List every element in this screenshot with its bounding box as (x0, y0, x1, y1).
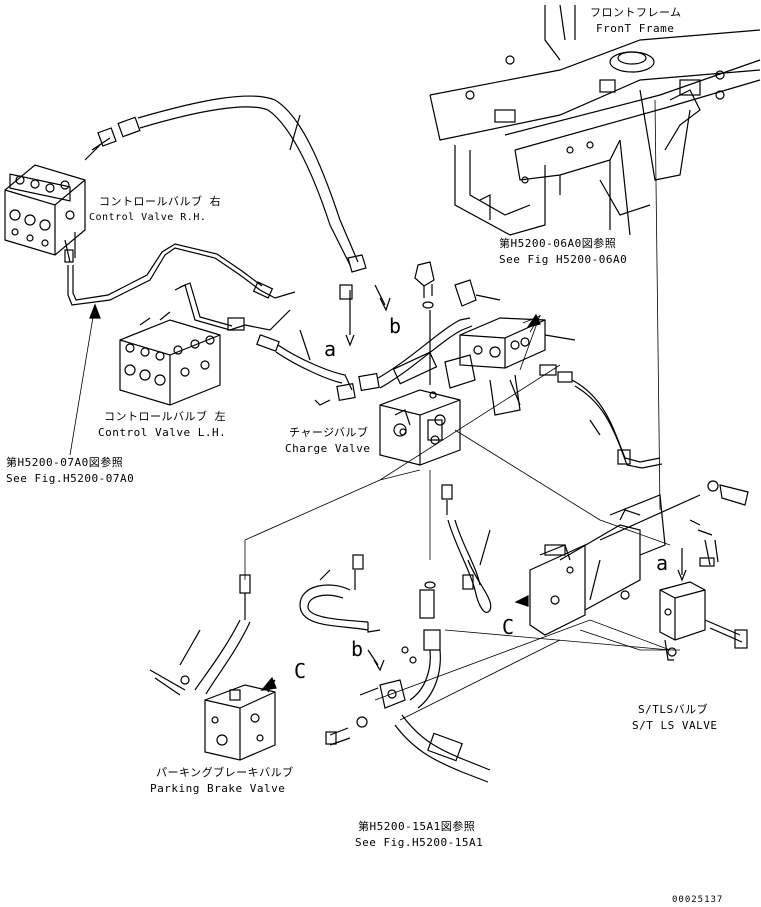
parking-brake-valve (149, 574, 276, 761)
control-valve-lh-label-en: Control Valve L.H. (98, 426, 227, 439)
control-valve-lh (119, 311, 221, 406)
hose-a (256, 284, 355, 391)
parking-brake-label-en: Parking Brake Valve (150, 782, 286, 795)
hose-c-middle (441, 484, 492, 613)
hose-left-middle (299, 554, 381, 633)
see-06a0-label-en: See Fig H5200-06A0 (499, 253, 628, 266)
control-valve-lh-label-jp: コントロールバルブ 左 (104, 410, 227, 423)
callout-c-brake: C (294, 659, 307, 683)
see-07a0-label-en: See Fig.H5200-07A0 (6, 472, 135, 485)
hose-rh-to-b (84, 95, 367, 273)
tube-rh-to-lh (67, 243, 296, 331)
callout-a-hose: a (324, 337, 337, 361)
elbow-assembly (325, 581, 491, 783)
hose-b (314, 284, 473, 406)
see-15a1-label-en: See Fig.H5200-15A1 (355, 836, 484, 849)
leader-lines (69, 99, 680, 721)
callout-a-stls: a (656, 551, 669, 575)
front-frame-label-jp: フロントフレーム (590, 6, 682, 19)
control-valve-rh-label-en: Control Valve R.H. (89, 212, 207, 223)
see-06a0-label-jp: 第H5200-06A0図参照 (499, 237, 617, 250)
drawing-number: 00025137 (672, 895, 724, 905)
callout-b-hose: b (389, 314, 402, 338)
stls-valve (659, 548, 748, 661)
callout-b-block: b (351, 637, 364, 661)
front-frame (429, 4, 761, 236)
parking-brake-label-jp: パーキングブレーキバルブ (156, 766, 294, 779)
charge-valve-label-jp: チャージバルブ (289, 426, 369, 439)
valve-block-06a0 (444, 317, 576, 416)
stls-valve-label-jp: S/TLSバルブ (638, 703, 709, 716)
callout-arrows (89, 303, 541, 691)
stls-valve-label-en: S/T LS VALVE (632, 719, 718, 732)
control-valve-rh-label-jp: コントロールバルブ 右 (99, 195, 222, 208)
control-valve-rh (4, 164, 86, 263)
fittings-top-middle (414, 261, 501, 385)
charge-valve-label-en: Charge Valve (285, 442, 371, 455)
callout-c-bracket: C (502, 615, 515, 639)
front-frame-label-en: FronT Frame (596, 22, 675, 35)
charge-valve (379, 389, 461, 466)
see-15a1-label-jp: 第H5200-15A1図参照 (358, 820, 476, 833)
mounting-bracket (529, 480, 749, 636)
see-07a0-label-jp: 第H5200-07A0図参照 (6, 456, 124, 469)
tube-block-to-stls (571, 379, 663, 469)
